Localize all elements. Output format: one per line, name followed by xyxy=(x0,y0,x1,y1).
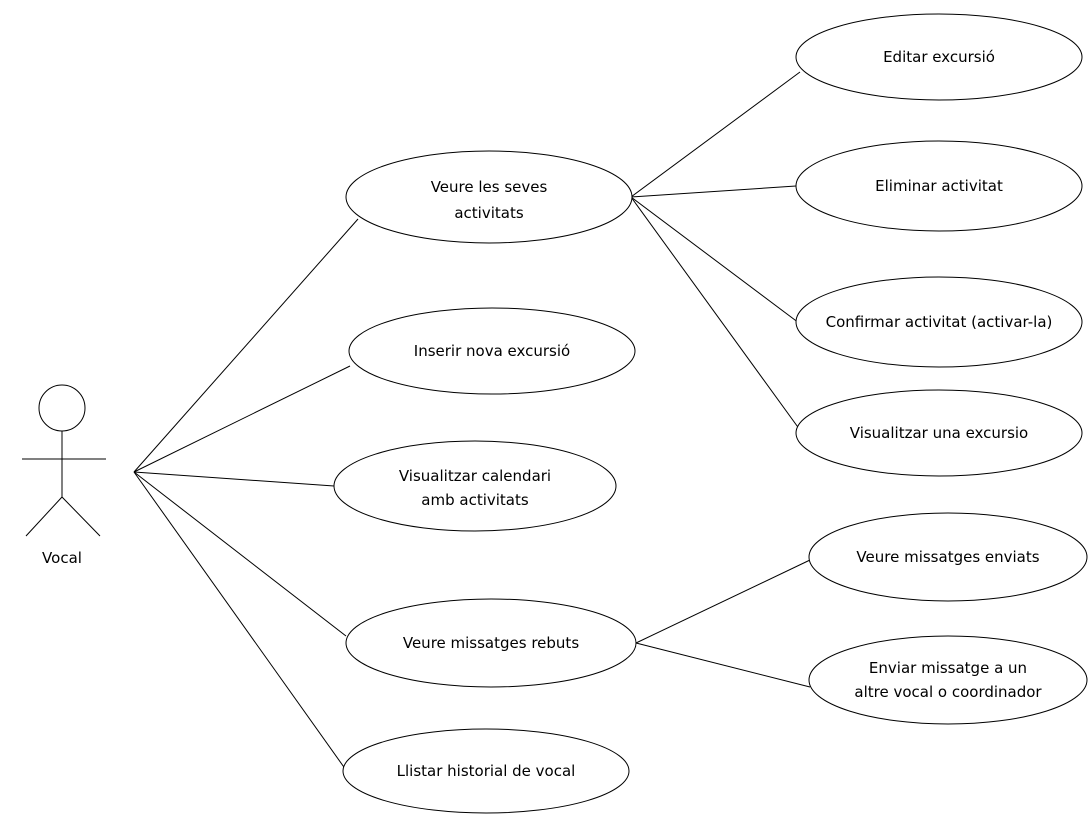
missatges-connectors xyxy=(635,559,811,688)
use-case-enviar-missatge xyxy=(808,635,1088,725)
use-case-veure-seves-activitats xyxy=(345,150,633,244)
label-inserir-nova-excursio: Inserir nova excursió xyxy=(414,342,570,360)
use-case-veure-missatges-enviats xyxy=(808,512,1088,602)
label-visualitzar-excursio: Visualitzar una excursio xyxy=(850,424,1028,442)
use-case-visualitzar-calendari xyxy=(333,440,617,532)
use-case-veure-missatges-rebuts xyxy=(345,598,637,688)
connector-inserir-nova-excursio xyxy=(133,365,351,473)
connector-eliminar-activitat xyxy=(630,185,797,198)
actor-right-leg xyxy=(61,496,101,537)
label-visualitzar-calendari-line2: amb activitats xyxy=(421,491,529,509)
connector-veure-missatges-rebuts xyxy=(133,471,347,637)
actor-left-leg xyxy=(25,496,63,537)
use-case-eliminar-activitat xyxy=(795,140,1083,232)
label-confirmar-activitat: Confirmar activitat (activar-la) xyxy=(826,313,1053,331)
connector-llistar-historial xyxy=(133,471,347,771)
actor-label: Vocal xyxy=(42,549,82,567)
label-enviar-missatge-line1: Enviar missatge a un xyxy=(869,659,1027,677)
label-editar-excursio: Editar excursió xyxy=(883,48,995,66)
label-veure-seves-activitats-line1: Veure les seves xyxy=(431,178,548,196)
label-veure-missatges-rebuts: Veure missatges rebuts xyxy=(403,634,579,652)
label-llistar-historial: Llistar historial de vocal xyxy=(397,762,576,780)
use-case-visualitzar-excursio xyxy=(795,389,1083,477)
label-eliminar-activitat: Eliminar activitat xyxy=(875,177,1003,195)
label-enviar-missatge-line2: altre vocal o coordinador xyxy=(854,683,1042,701)
actor-head xyxy=(38,384,86,432)
label-veure-seves-activitats-line2: activitats xyxy=(454,204,523,222)
connector-enviar-missatge xyxy=(635,642,811,688)
activitats-connectors xyxy=(630,71,804,431)
connector-veure-seves-activitats xyxy=(133,218,359,473)
use-case-ellipses xyxy=(333,13,1088,814)
use-case-inserir-nova-excursio xyxy=(348,307,636,395)
use-case-labels: Veure les seves activitats Inserir nova … xyxy=(397,48,1053,780)
actor-connectors xyxy=(133,218,359,771)
actor-figure xyxy=(22,384,106,537)
use-case-llistar-historial xyxy=(342,728,630,814)
connector-veure-missatges-enviats xyxy=(635,559,811,644)
use-case-editar-excursio xyxy=(795,13,1083,101)
connector-confirmar-activitat xyxy=(630,196,804,327)
connector-editar-excursio xyxy=(630,71,801,198)
connector-visualitzar-excursio xyxy=(630,196,801,431)
label-veure-missatges-enviats: Veure missatges enviats xyxy=(856,548,1039,566)
use-case-confirmar-activitat xyxy=(795,276,1083,368)
connector-visualitzar-calendari xyxy=(133,471,335,487)
label-visualitzar-calendari-line1: Visualitzar calendari xyxy=(399,467,551,485)
